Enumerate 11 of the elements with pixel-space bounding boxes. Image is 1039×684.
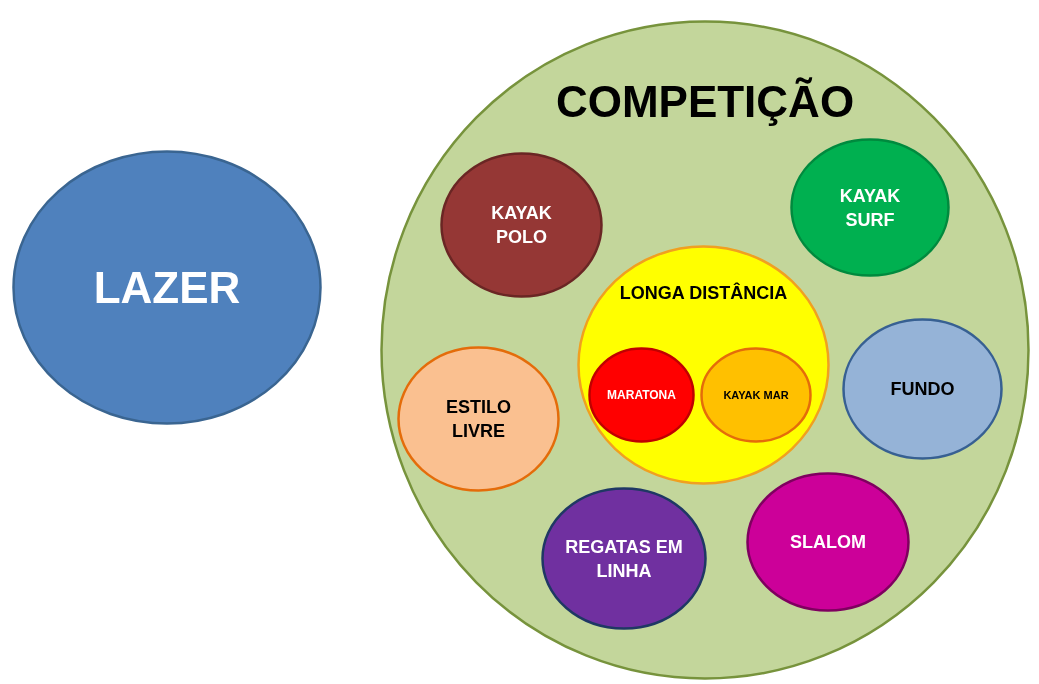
category-label: LAZER [92,261,242,314]
category-label: KAYAK POLO [490,201,553,249]
category-label: REGATAS EM LINHA [564,535,684,583]
category-label: SLALOM [789,530,867,554]
category-label: ESTILO LIVRE [445,395,512,443]
category-label: KAYAK SURF [838,184,902,232]
category-label: MARATONA [606,386,677,404]
category-label: FUNDO [889,377,956,401]
category-label: KAYAK MAR [722,387,790,403]
category-label: COMPETIÇÃO [554,76,856,128]
category-label: LONGA DISTÂNCIA [618,281,789,305]
